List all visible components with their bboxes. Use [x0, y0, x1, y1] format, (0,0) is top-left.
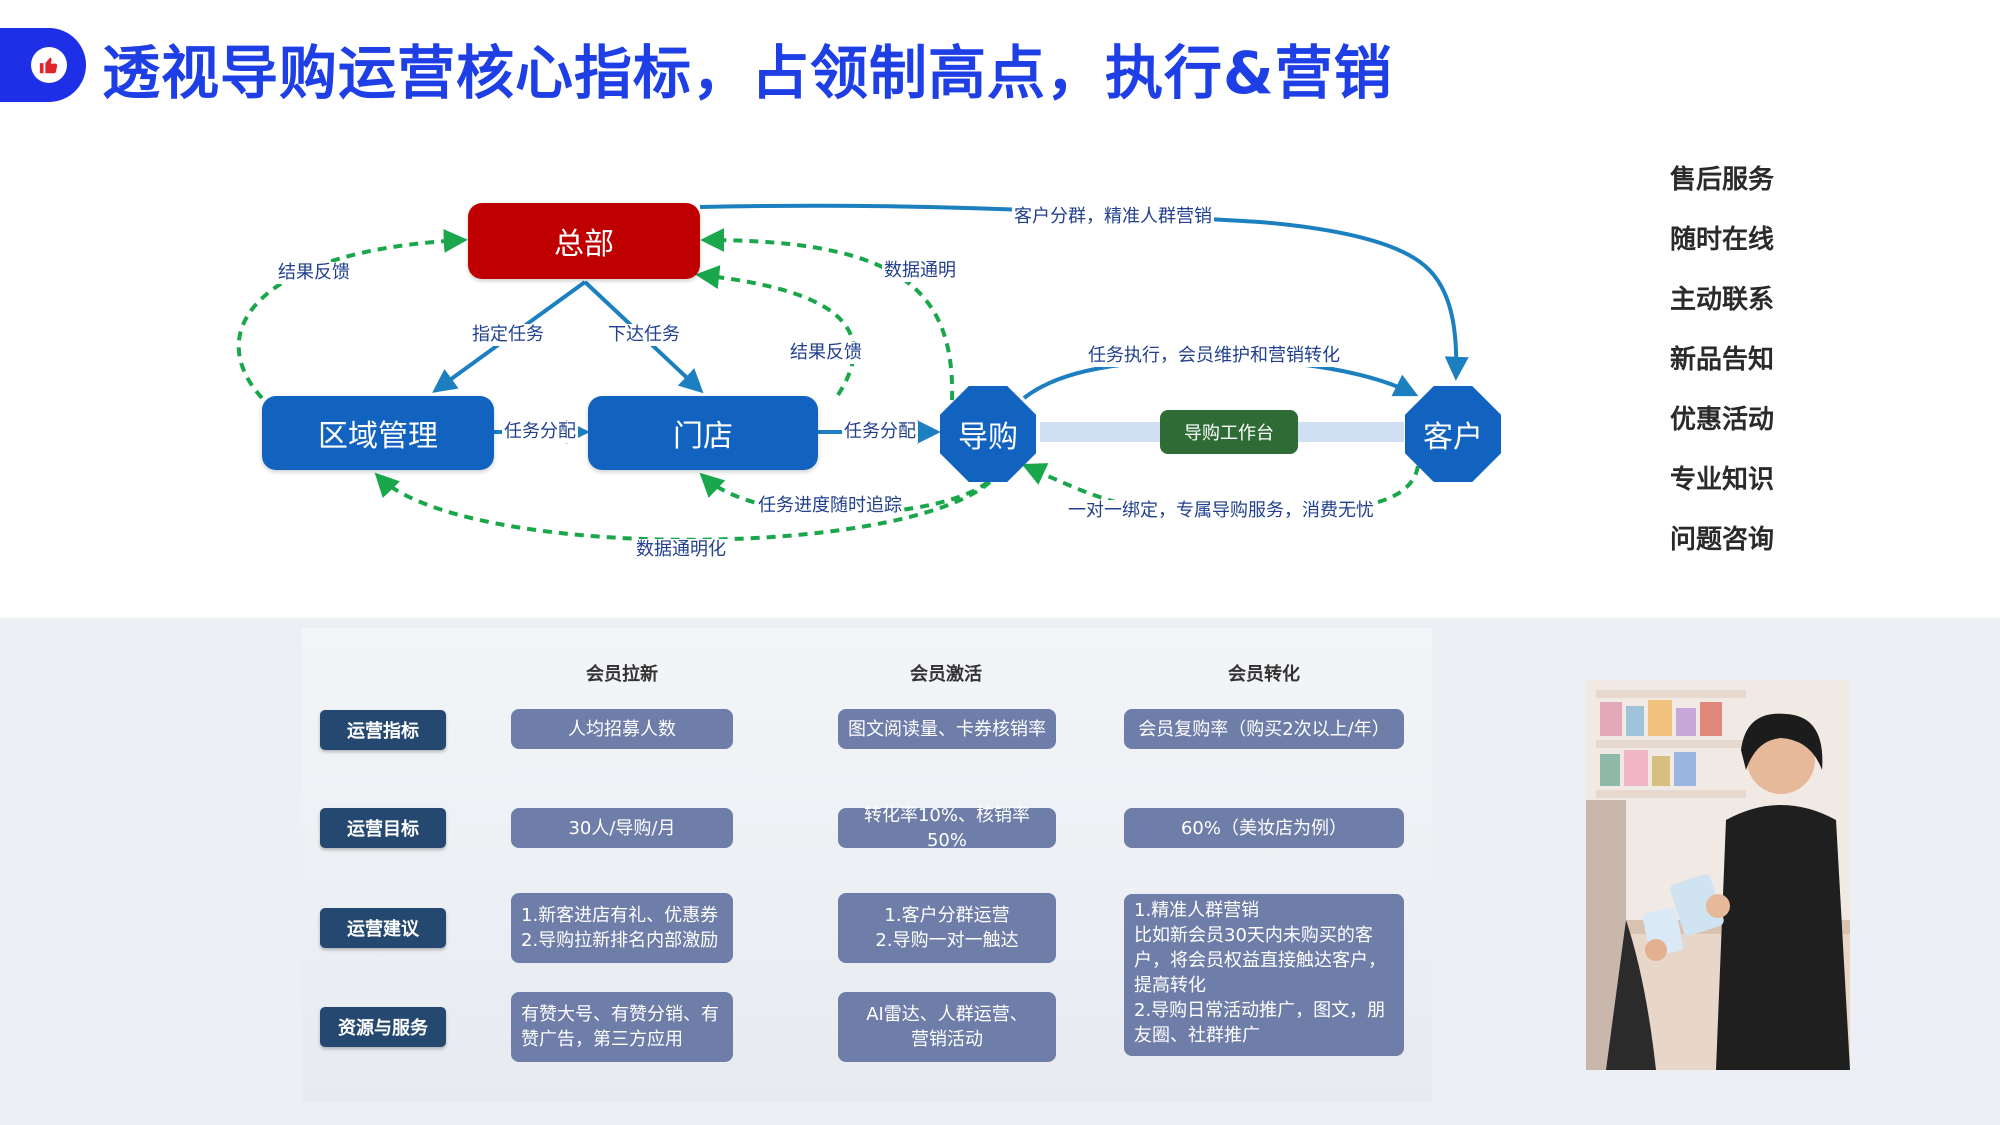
table-cell: 有赞大号、有赞分销、有赞广告，第三方应用: [511, 992, 733, 1062]
connector-bar-right: [1298, 422, 1404, 442]
store-photo: [1586, 680, 1850, 1070]
operation-flow-diagram: 总部 区域管理 门店 导购 客户 导购工作台 指定任务 下达任务 结果反馈 结果…: [236, 203, 1501, 561]
label-execution: 任务执行，会员维护和营销转化: [1086, 345, 1342, 367]
service-item: 问题咨询: [1670, 525, 1775, 555]
node-hq: 总部: [468, 203, 700, 279]
service-item: 随时在线: [1670, 225, 1775, 255]
arrow-hq-to-customer: [699, 203, 1469, 381]
row-label: 运营目标: [320, 808, 446, 848]
arrow-feedback-right: [695, 265, 856, 397]
label-feedback-right: 结果反馈: [788, 342, 864, 364]
column-header: 会员拉新: [586, 664, 658, 685]
connector-bar-left: [1040, 422, 1160, 442]
row-label: 运营建议: [320, 908, 446, 948]
label-data-transparency-bottom: 数据通明化: [634, 539, 728, 561]
table-cell: 人均招募人数: [511, 709, 733, 749]
service-item: 新品告知: [1670, 345, 1775, 375]
table-cell: 1.精准人群营销 比如新会员30天内未购买的客户，将会员权益直接触达客户，提高转…: [1124, 894, 1404, 1056]
label-progress: 任务进度随时追踪: [756, 495, 904, 517]
node-guide: 导购: [940, 386, 1036, 482]
arrow-feedback-left: [236, 228, 468, 400]
column-header: 会员转化: [1228, 664, 1300, 685]
node-workbench: 导购工作台: [1160, 410, 1298, 454]
table-cell: 1.新客进店有礼、优惠券 2.导购拉新排名内部激励: [511, 893, 733, 963]
label-binding: 一对一绑定，专属导购服务，消费无忧: [1066, 500, 1376, 522]
table-cell: AI雷达、人群运营、 营销活动: [838, 992, 1056, 1062]
table-cell: 图文阅读量、卡券核销率: [838, 709, 1056, 749]
column-header: 会员激活: [910, 664, 982, 685]
table-cell: 30人/导购/月: [511, 808, 733, 848]
service-item: 主动联系: [1670, 285, 1775, 315]
arrow-binding: [1021, 463, 1420, 515]
arrow-data-transparency-bottom: [374, 472, 992, 542]
row-label: 运营指标: [320, 710, 446, 750]
service-list: 售后服务 随时在线 主动联系 新品告知 优惠活动 专业知识 问题咨询: [1670, 162, 1774, 582]
table-cell: 会员复购率（购买2次以上/年）: [1124, 709, 1404, 749]
label-assign-task: 指定任务: [470, 324, 546, 346]
title-badge: [0, 28, 86, 102]
node-store: 门店: [588, 396, 818, 470]
label-data-transparency: 数据通明: [882, 260, 958, 282]
label-task-dist-2: 任务分配: [842, 421, 918, 443]
thumbs-up-icon: [31, 47, 67, 83]
store-photo-illustration: [1586, 680, 1850, 1070]
label-feedback-left: 结果反馈: [276, 262, 352, 284]
service-item: 专业知识: [1670, 465, 1775, 495]
table-cell: 60%（美妆店为例）: [1124, 808, 1404, 848]
table-cell: 转化率10%、核销率50%: [838, 805, 1056, 851]
label-segmentation: 客户分群，精准人群营销: [1012, 206, 1214, 228]
service-item: 优惠活动: [1670, 405, 1775, 435]
node-region: 区域管理: [262, 396, 494, 470]
page-title: 透视导购运营核心指标，占领制高点，执行&营销: [102, 39, 1393, 107]
label-task-dist-1: 任务分配: [502, 421, 578, 443]
service-item: 售后服务: [1670, 165, 1775, 195]
table-cell: 1.客户分群运营 2.导购一对一触达: [838, 893, 1056, 963]
row-label: 资源与服务: [320, 1007, 446, 1047]
label-issue-task: 下达任务: [606, 324, 682, 346]
node-customer: 客户: [1405, 386, 1501, 482]
